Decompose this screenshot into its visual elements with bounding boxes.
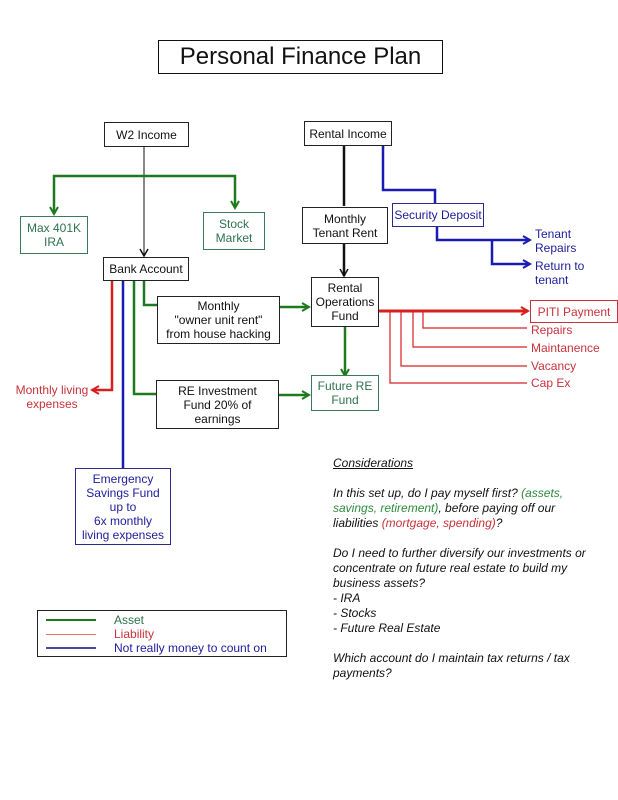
node-piti-payment: PITI Payment <box>530 300 618 323</box>
node-cap-ex: Cap Ex <box>531 376 571 390</box>
legend-item-asset: Asset <box>46 613 144 627</box>
node-stock-market: Stock Market <box>203 212 265 250</box>
node-rental-operations-fund: Rental Operations Fund <box>311 277 379 327</box>
legend-item-not-money: Not really money to count on <box>46 641 267 655</box>
node-maintanence: Maintanence <box>531 341 600 355</box>
list-item: - IRA <box>333 591 361 605</box>
node-w2-income: W2 Income <box>104 122 189 147</box>
edge-security-deposit-to-return <box>490 240 530 264</box>
node-max-401k-ira: Max 401K IRA <box>20 216 88 254</box>
node-tenant-repairs: Tenant Repairs <box>535 227 577 255</box>
edge-w2-to-stock <box>144 174 235 208</box>
question-pay-myself-first: In this set up, do I pay myself first? (… <box>333 486 564 530</box>
assets-highlight: (assets, savings, retirement) <box>333 486 564 515</box>
list-item: - Stocks <box>333 606 377 620</box>
edge-security-deposit-to-tenant-repairs <box>435 226 530 240</box>
edge-rental-ops-to-repairs <box>422 311 527 329</box>
node-re-investment-fund: RE Investment Fund 20% of earnings <box>156 380 279 429</box>
node-security-deposit: Security Deposit <box>392 203 484 227</box>
node-monthly-tenant-rent: Monthly Tenant Rent <box>302 207 388 244</box>
node-monthly-living-expenses: Monthly living expenses <box>15 383 89 411</box>
node-rental-income: Rental Income <box>304 121 392 146</box>
node-vacancy: Vacancy <box>531 359 577 373</box>
legend-swatch-not-money <box>46 647 96 649</box>
edge-bank-to-re-investment <box>132 280 156 396</box>
edge-w2-to-401k <box>54 174 144 214</box>
edge-bank-to-owner-rent <box>142 280 158 307</box>
question-diversify: Do I need to further diversify our inves… <box>333 546 586 635</box>
edge-rental-ops-to-vacancy <box>400 311 527 367</box>
edge-rental-income-to-security-deposit <box>381 146 437 203</box>
edge-rental-ops-to-maintanence <box>412 311 527 348</box>
list-item: - Future Real Estate <box>333 621 441 635</box>
node-repairs: Repairs <box>531 323 573 337</box>
liabilities-highlight: (mortgage, spending) <box>381 516 496 530</box>
node-bank-account: Bank Account <box>103 257 189 281</box>
considerations-notes: Considerations In this set up, do I pay … <box>333 456 603 696</box>
question-tax-account: Which account do I maintain tax returns … <box>333 651 570 680</box>
node-owner-unit-rent: Monthly "owner unit rent" from house hac… <box>157 296 280 344</box>
node-return-to-tenant: Return to tenant <box>535 259 585 287</box>
page-title: Personal Finance Plan <box>158 40 443 74</box>
considerations-heading: Considerations <box>333 456 414 470</box>
node-emergency-savings: Emergency Savings Fund up to 6x monthly … <box>75 468 171 545</box>
legend: Asset Liability Not really money to coun… <box>37 610 287 657</box>
legend-item-liability: Liability <box>46 627 154 641</box>
edge-bank-to-living-expenses <box>92 280 114 390</box>
node-future-re-fund: Future RE Fund <box>311 375 379 411</box>
legend-swatch-asset <box>46 619 96 621</box>
legend-swatch-liability <box>46 633 96 635</box>
edge-rental-ops-to-cap-ex <box>389 311 527 384</box>
